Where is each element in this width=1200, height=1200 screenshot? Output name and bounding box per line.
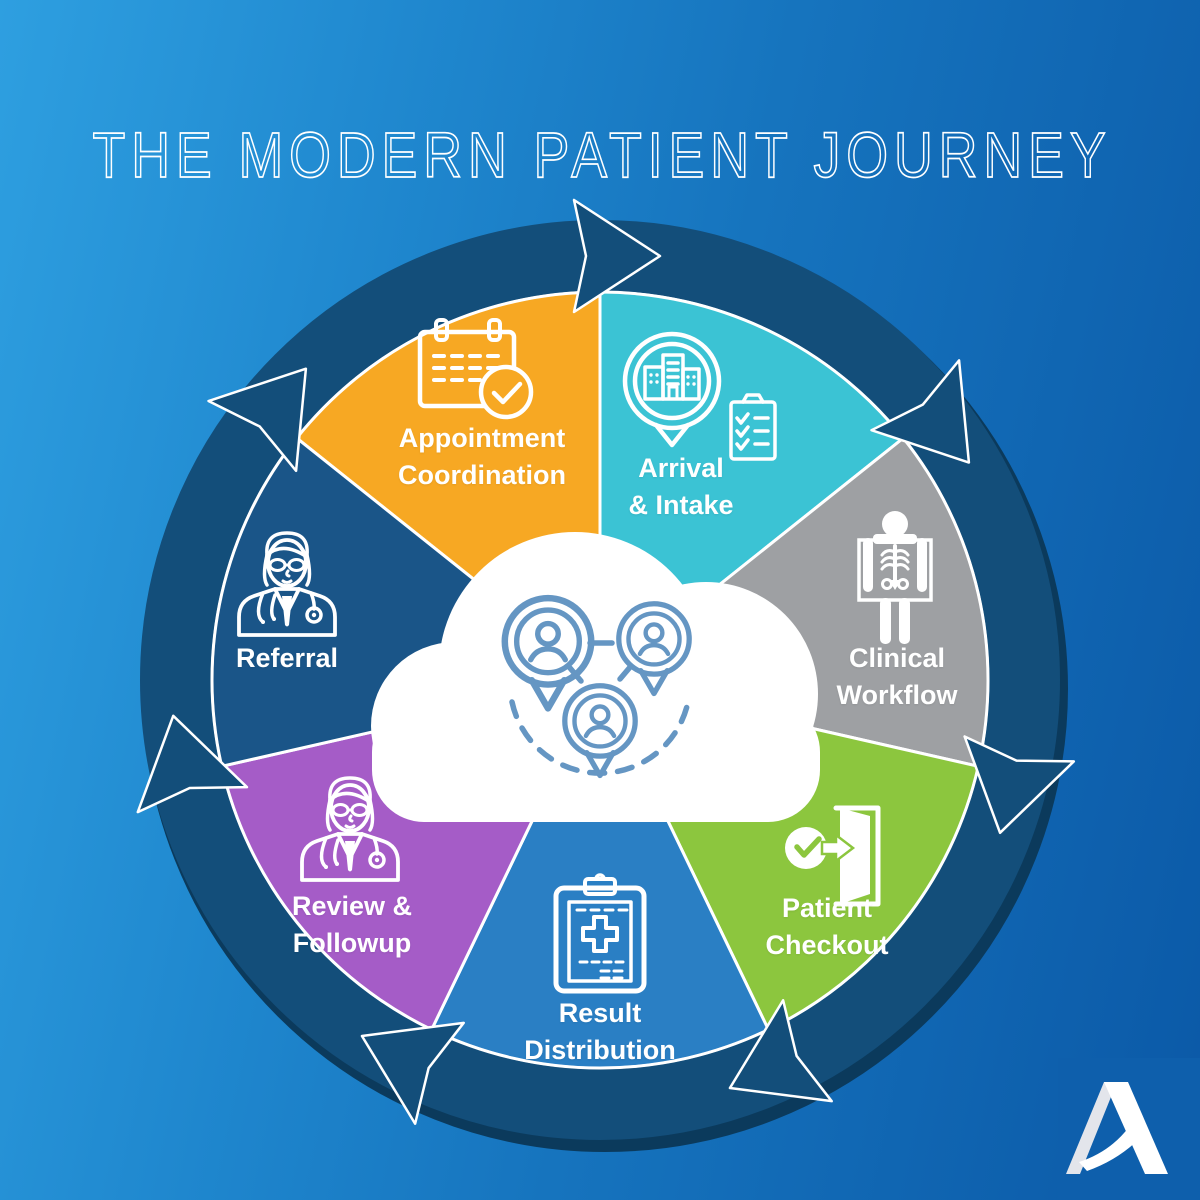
hospital-location-pin-icon	[622, 331, 722, 448]
cycle-arrowhead-icon	[963, 735, 1076, 835]
label-line: Referral	[235, 643, 339, 673]
segment-label-review-followup: Review & Followup	[292, 888, 412, 962]
cycle-arrowhead-icon	[728, 999, 833, 1103]
label-line: Arrival	[638, 453, 724, 483]
label-line: Patient	[781, 893, 873, 923]
brand-logo	[1058, 1058, 1200, 1200]
logo-a-swoosh	[1079, 1127, 1140, 1171]
medical-clipboard-icon	[553, 873, 647, 994]
label-line: Review &	[291, 891, 413, 921]
logo-a-right-stroke	[1104, 1082, 1168, 1174]
segment-label-appointment-coordination: Appointment Coordination	[398, 420, 566, 494]
logo-a-left-stroke	[1066, 1082, 1117, 1174]
intake-checklist-icon	[729, 393, 777, 461]
segment-label-patient-checkout: Patient Checkout	[765, 890, 888, 964]
cycle-arrowhead-icon	[572, 198, 662, 314]
label-line: Distribution	[524, 1035, 676, 1065]
cloud-location-pins-icon	[505, 598, 689, 775]
label-line: Followup	[292, 928, 412, 958]
segment-label-clinical-workflow: Clinical Workflow	[837, 640, 958, 714]
cycle-arrowhead-icon	[207, 367, 308, 473]
label-line: & Intake	[628, 490, 734, 520]
cycle-arrowhead-icon	[360, 1021, 465, 1125]
segment-label-referral: Referral	[236, 640, 338, 677]
cycle-arrowhead-icon	[136, 714, 249, 814]
xray-patient-icon	[857, 511, 933, 644]
segment-label-result-distribution: Result Distribution	[524, 995, 675, 1069]
cycle-arrows	[136, 198, 1076, 1125]
page-title: THE MODERN PATIENT JOURNEY	[92, 118, 1112, 192]
label-line: Clinical	[848, 643, 946, 673]
segment-label-arrival-intake: Arrival & Intake	[628, 450, 733, 524]
label-line: Appointment	[398, 423, 566, 453]
label-line: Checkout	[765, 930, 889, 960]
checkout-door-icon	[785, 805, 881, 907]
label-line: Workflow	[836, 680, 958, 710]
calendar-check-icon	[417, 318, 534, 420]
cycle-arrowhead-icon	[870, 359, 971, 464]
label-line: Coordination	[398, 460, 566, 490]
label-line: Result	[558, 998, 642, 1028]
